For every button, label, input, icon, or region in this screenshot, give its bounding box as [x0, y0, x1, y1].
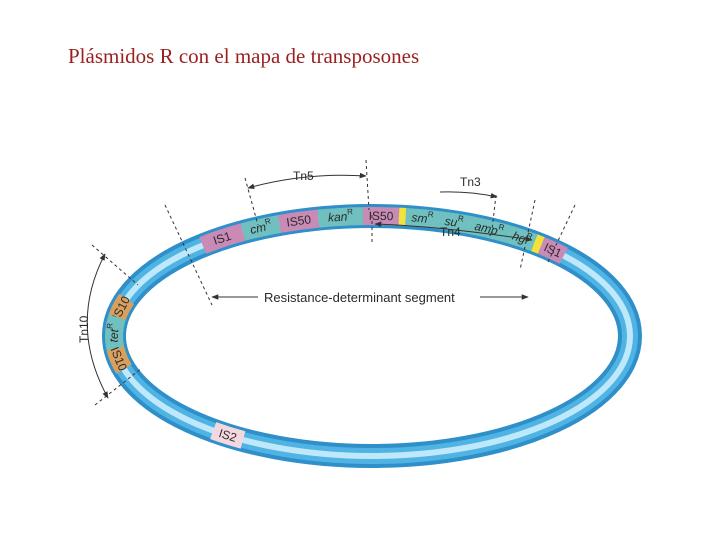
slide-title: Plásmidos R con el mapa de transposones — [68, 44, 420, 68]
kan-r-label: kanR — [327, 207, 353, 225]
diagram-labels: Tn5 Tn3 Tn4 Tn10 Resistance-determinant … — [77, 169, 481, 343]
is1-left-label: IS1 — [211, 229, 233, 248]
tn5-label: Tn5 — [293, 169, 314, 183]
tet-r-label: tetR — [104, 323, 122, 343]
sm-r-segment — [405, 208, 440, 230]
is10-top-segment — [108, 293, 135, 321]
is50-right-segment — [362, 207, 400, 226]
cm-r-label: cmR — [248, 216, 273, 237]
yellow-mark-b — [531, 234, 545, 254]
transposon-brackets — [86, 159, 576, 406]
tn4-label: Tn4 — [440, 225, 461, 239]
is50-left-segment — [277, 209, 320, 233]
is10-bottom-segment — [106, 346, 132, 374]
tn10-label: Tn10 — [77, 315, 91, 343]
is2-segment — [210, 422, 246, 449]
kan-r-segment — [317, 207, 364, 228]
tn3-label: Tn3 — [460, 175, 481, 189]
resistance-segment-label: Resistance-determinant segment — [264, 290, 455, 305]
is1-right-segment — [537, 237, 568, 264]
is1-left-segment — [199, 223, 246, 254]
is2-label: IS2 — [217, 426, 239, 445]
is50-left-label: IS50 — [286, 212, 313, 229]
tet-r-segment — [105, 314, 126, 351]
cm-r-segment — [240, 215, 282, 241]
is50-right-label: IS50 — [369, 209, 394, 223]
